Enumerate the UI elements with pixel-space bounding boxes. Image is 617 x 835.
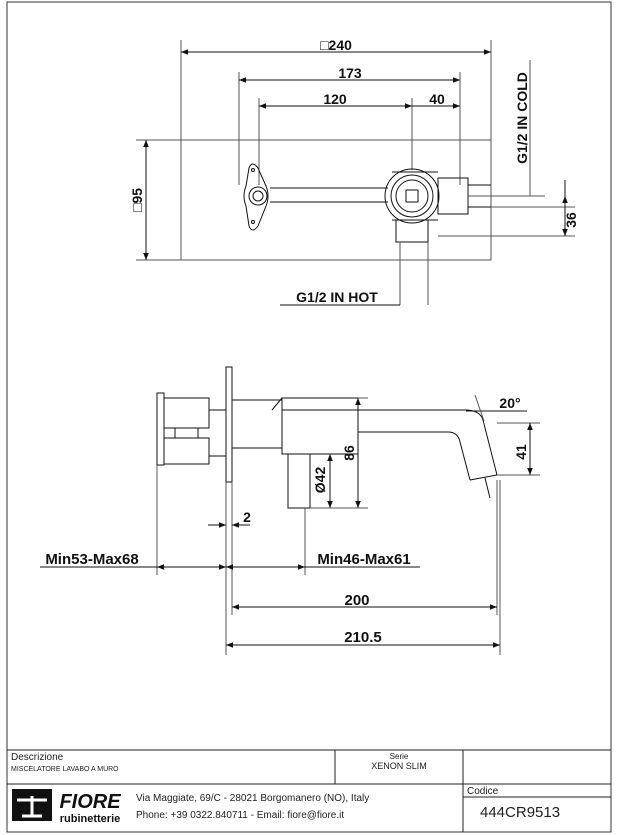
serie-label: Serie bbox=[389, 752, 409, 761]
page-border bbox=[6, 1, 612, 833]
cold-inlet-label: G1/2 IN COLD bbox=[514, 72, 530, 164]
dim-minmax-right-label: Min46-Max61 bbox=[317, 551, 410, 568]
dim-total-length-label: 210.5 bbox=[344, 629, 382, 646]
dim-overall-label: □240 bbox=[320, 37, 352, 53]
dim-plate-label: 2 bbox=[243, 509, 251, 525]
dim-diameter-label: Ø42 bbox=[312, 467, 328, 494]
dim-angle-label: 20° bbox=[499, 395, 520, 411]
company-address: Via Maggiate, 69/C - 28021 Borgomanero (… bbox=[136, 793, 370, 804]
company-logo: FIORE rubinetterie bbox=[12, 789, 121, 825]
dim-spacing-label: 173 bbox=[338, 65, 362, 81]
company-contact: Phone: +39 0322.840711 - Email: fiore@fi… bbox=[136, 810, 345, 821]
dim-height-label: □95 bbox=[129, 188, 145, 212]
left-valve-flange bbox=[243, 163, 269, 231]
dim-spout-length-label: 200 bbox=[344, 592, 369, 609]
dim-spout-height-label: 41 bbox=[513, 444, 529, 460]
dim-body-height-label: 86 bbox=[341, 445, 357, 461]
top-view bbox=[136, 40, 575, 306]
descrizione-label: Descrizione bbox=[11, 752, 64, 763]
dim-minmax-left-label: Min53-Max68 bbox=[45, 551, 138, 568]
codice-label: Codice bbox=[467, 786, 499, 797]
serie-value: XENON SLIM bbox=[371, 761, 427, 771]
dim-depth-label: 36 bbox=[563, 212, 579, 228]
wall-plate-section bbox=[225, 366, 233, 483]
title-block-grid bbox=[7, 749, 611, 832]
dim-offset-label: 40 bbox=[429, 91, 445, 107]
logo-subtext: rubinetterie bbox=[60, 813, 121, 825]
faucet-logo-icon bbox=[17, 796, 47, 818]
side-view bbox=[40, 366, 540, 655]
mixer-body-outer bbox=[384, 168, 440, 224]
dim-center-label: 120 bbox=[323, 91, 347, 107]
codice-value: 444CR9513 bbox=[480, 804, 561, 821]
logo-wordmark: FIORE bbox=[59, 791, 121, 813]
descrizione-value: MISCELATORE LAVABO A MURO bbox=[11, 766, 119, 773]
hot-inlet-label: G1/2 IN HOT bbox=[296, 289, 378, 305]
wall-plate-outline bbox=[180, 139, 492, 261]
